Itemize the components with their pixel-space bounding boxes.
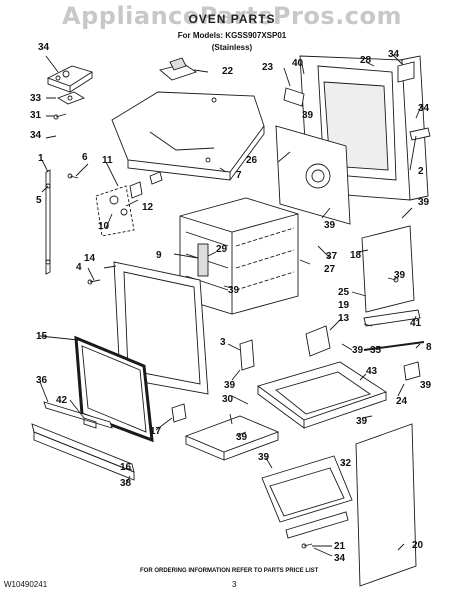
- part-screw-31: [53, 113, 67, 120]
- callout-34: 34: [418, 103, 430, 114]
- callout-34: 34: [334, 553, 346, 564]
- part-strip-13: [363, 309, 421, 327]
- callout-39: 39: [420, 380, 432, 391]
- part-hinge-17: [171, 403, 187, 423]
- callout-39: 39: [324, 220, 336, 231]
- callout-39: 39: [356, 416, 368, 427]
- callout-1: 1: [38, 153, 44, 164]
- callout-40: 40: [292, 58, 304, 69]
- part-oven-cavity: [179, 197, 299, 315]
- callout-9: 9: [156, 250, 162, 261]
- callout-27: 27: [324, 264, 336, 275]
- callout-19: 19: [338, 300, 350, 311]
- callout-42: 42: [56, 395, 68, 406]
- callout-6: 6: [82, 152, 88, 163]
- callout-39: 39: [228, 285, 240, 296]
- callout-16: 16: [120, 462, 132, 473]
- callout-17: 17: [150, 426, 162, 437]
- callout-20: 20: [412, 540, 424, 551]
- part-bracket-34: [397, 61, 415, 83]
- callout-24: 24: [396, 396, 408, 407]
- part-drawer-front-rail: [285, 511, 349, 539]
- part-convection-fan-cover: [275, 125, 351, 225]
- callout-23: 23: [262, 62, 274, 73]
- part-screw-4: [87, 279, 101, 285]
- callout-2: 2: [418, 166, 424, 177]
- part-clip-24: [403, 361, 421, 381]
- part-oven-top-panel: [111, 91, 265, 181]
- part-bracket-3: [239, 339, 255, 371]
- ordering-note: FOR ORDERING INFORMATION REFER TO PARTS …: [140, 568, 319, 574]
- callout-39: 39: [394, 270, 406, 281]
- callout-15: 15: [36, 331, 48, 342]
- callout-14: 14: [84, 253, 96, 264]
- models-line: For Models: KGSS907XSP01: [177, 31, 287, 40]
- part-element-29: [197, 243, 209, 277]
- callout-11: 11: [102, 155, 113, 166]
- callout-28: 28: [360, 55, 372, 66]
- callout-31: 31: [30, 110, 42, 121]
- callout-18: 18: [350, 250, 362, 261]
- callout-39: 39: [258, 452, 270, 463]
- part-side-panel-20: [355, 423, 417, 587]
- callout-21: 21: [334, 541, 346, 552]
- watermark-text: AppliancePartsPros.com: [62, 2, 402, 30]
- callout-39: 39: [236, 432, 248, 443]
- part-hinge-19: [305, 325, 331, 357]
- callout-34: 34: [38, 42, 50, 53]
- callout-35: 35: [370, 345, 382, 356]
- part-screw-6: [67, 173, 79, 179]
- part-drawer-tray: [184, 415, 280, 461]
- diagram-title: OVEN PARTS: [188, 12, 276, 26]
- part-door-frame: [113, 261, 209, 395]
- part-screw-21: [301, 543, 313, 549]
- variant-line: (Stainless): [211, 43, 253, 52]
- part-knob-assembly: [95, 171, 163, 237]
- callout-29: 29: [216, 244, 228, 255]
- part-plate-23: [283, 87, 305, 107]
- callout-43: 43: [366, 366, 378, 377]
- document-id: W10490241: [4, 580, 48, 589]
- callout-13: 13: [338, 313, 350, 324]
- callout-38: 38: [120, 478, 132, 489]
- callout-12: 12: [142, 202, 154, 213]
- callout-32: 32: [340, 458, 352, 469]
- part-bottom-tray: [257, 361, 388, 429]
- callout-5: 5: [36, 195, 42, 206]
- callout-34: 34: [388, 49, 400, 60]
- callout-39: 39: [302, 110, 314, 121]
- callout-34: 34: [30, 130, 42, 141]
- callout-39: 39: [418, 197, 430, 208]
- part-clip-2: [409, 127, 431, 141]
- callout-22: 22: [222, 66, 234, 77]
- callout-3: 3: [220, 337, 226, 348]
- callout-39: 39: [224, 380, 236, 391]
- part-top-left-bracket: [46, 65, 94, 93]
- part-side-bracket-18: [361, 225, 415, 313]
- callout-4: 4: [76, 262, 82, 273]
- callout-25: 25: [338, 287, 350, 298]
- page-number: 3: [232, 580, 237, 589]
- callout-26: 26: [246, 155, 258, 166]
- callout-39: 39: [352, 345, 364, 356]
- part-bottom-trim: [31, 401, 135, 481]
- part-latch-22: [159, 57, 198, 81]
- part-left-side-trim: [45, 169, 51, 275]
- callout-10: 10: [98, 221, 110, 232]
- callout-37: 37: [326, 251, 338, 262]
- callout-33: 33: [30, 93, 42, 104]
- callout-41: 41: [410, 318, 422, 329]
- part-rod-8: [363, 341, 425, 351]
- part-door-glass: [74, 335, 154, 443]
- callout-36: 36: [36, 375, 48, 386]
- part-drawer-32: [261, 455, 353, 523]
- part-small-plate: [56, 91, 86, 105]
- callout-8: 8: [426, 342, 432, 353]
- callout-7: 7: [236, 170, 242, 181]
- callout-30: 30: [222, 394, 234, 405]
